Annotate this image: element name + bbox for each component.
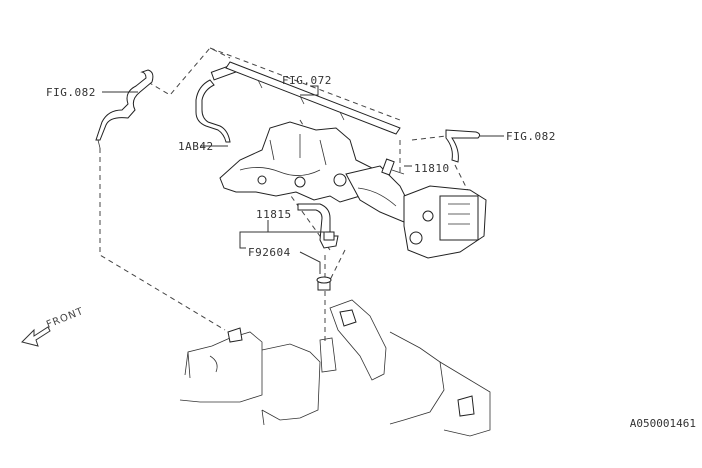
label-f92604: F92604 [248, 246, 291, 259]
front-label: FRONT [45, 306, 85, 331]
label-fig072: FIG.072 [282, 74, 332, 87]
grommet-f92604 [316, 276, 332, 291]
front-arrow: FRONT [21, 306, 85, 347]
hose-1ab42 [195, 63, 238, 143]
hose-11815 [297, 203, 339, 249]
reference-code: A050001461 [629, 417, 696, 430]
left-hose [95, 69, 154, 149]
label-11810: 11810 [414, 162, 450, 175]
throttle-body [403, 185, 487, 259]
engine-block-outline [179, 299, 491, 437]
sensor-11810 [381, 158, 405, 176]
label-1ab42: 1AB42 [178, 140, 214, 153]
label-fig082-right: FIG.082 [506, 130, 556, 143]
long-pipe [225, 61, 401, 135]
leader-lines [102, 85, 504, 274]
right-hose [445, 129, 481, 163]
label-11815: 11815 [256, 208, 292, 221]
label-fig082-left: FIG.082 [46, 86, 96, 99]
